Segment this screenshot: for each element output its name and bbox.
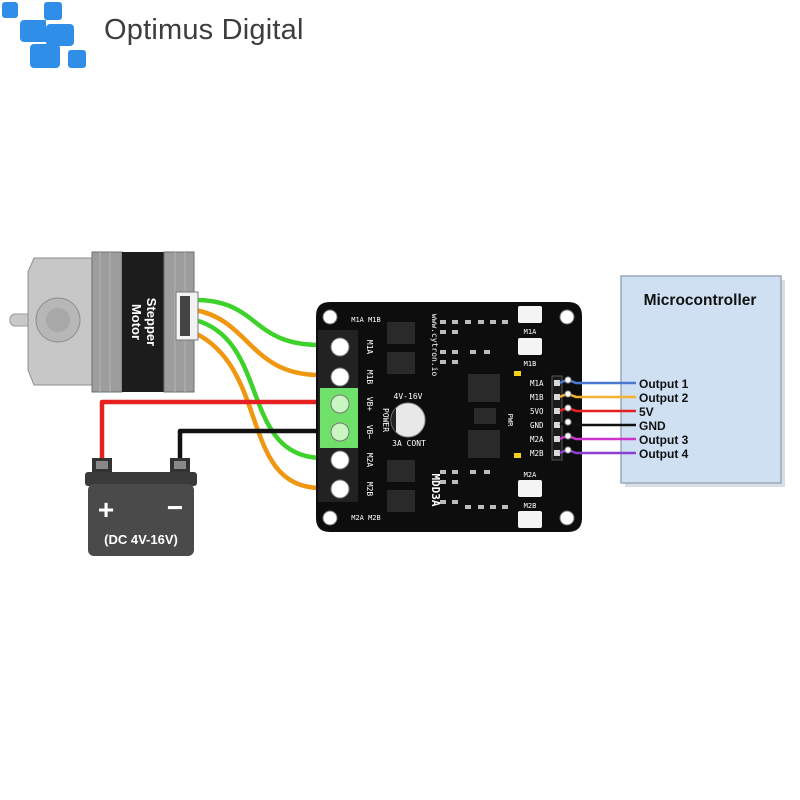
pin-label-5vo: 5VO xyxy=(530,407,544,416)
battery: + − (DC 4V-16V) xyxy=(85,458,197,556)
stepper-motor: Stepper Motor xyxy=(9,251,199,393)
wire-label-gnd: GND xyxy=(639,419,666,433)
pin-label-m1b: M1B xyxy=(530,393,544,402)
power-label: POWER xyxy=(381,408,390,432)
microcontroller-box: Microcontroller xyxy=(620,275,785,487)
pin-label-m2b: M2B xyxy=(530,449,544,458)
brand-name: Optimus Digital xyxy=(104,14,304,46)
button-label-m2b: M2B xyxy=(524,502,537,510)
terminal-label-m2a: M2A xyxy=(365,453,374,468)
battery-voltage-label: (DC 4V-16V) xyxy=(104,532,178,547)
wire-label-output-1: Output 1 xyxy=(639,377,689,391)
current-rating: 3A CONT xyxy=(392,439,426,448)
terminal-label-m1b: M1B xyxy=(365,370,374,385)
pwr-label: PWR xyxy=(506,414,514,427)
battery-plus: + xyxy=(98,494,114,525)
wire-label-5v: 5V xyxy=(639,405,654,419)
brand-logo: Optimus Digital xyxy=(0,0,330,70)
wire-label-output-2: Output 2 xyxy=(639,391,689,405)
motor-label-line2: Motor xyxy=(129,304,144,340)
motor-wires xyxy=(192,297,323,491)
power-wires xyxy=(99,399,320,465)
terminal-label-m1a: M1A xyxy=(365,340,374,355)
website-label: www.cytron.io xyxy=(430,314,439,377)
wire-label-output-4: Output 4 xyxy=(639,447,689,461)
button-label-m1b: M1B xyxy=(524,360,537,368)
bottom-header-label: M2A M2B xyxy=(351,514,381,522)
motor-label-line1: Stepper xyxy=(144,298,159,346)
battery-minus: − xyxy=(167,492,183,523)
optimus-digital-logo-icon xyxy=(2,2,86,68)
terminal-label-vb-minus: VB− xyxy=(365,425,374,440)
pin-label-m1a: M1A xyxy=(530,379,544,388)
terminal-label-vb-plus: VB+ xyxy=(365,397,374,412)
pin-label-m2a: M2A xyxy=(530,435,544,444)
board-name: MDD3A xyxy=(429,473,442,506)
board-buttons: M1A M1B M2A M2B xyxy=(518,306,542,528)
terminal-label-m2b: M2B xyxy=(365,482,374,497)
voltage-rating: 4V-16V xyxy=(394,392,423,401)
top-header-label: M1A M1B xyxy=(351,316,381,324)
button-label-m2a: M2A xyxy=(524,471,537,479)
motor-driver-board: M1A M1B VB+ VB− M2A M2B M1A M1B M2A M2B … xyxy=(316,302,582,532)
button-label-m1a: M1A xyxy=(524,328,537,336)
microcontroller-title: Microcontroller xyxy=(644,292,757,309)
pin-label-gnd: GND xyxy=(530,421,544,430)
wire-label-output-3: Output 3 xyxy=(639,433,689,447)
